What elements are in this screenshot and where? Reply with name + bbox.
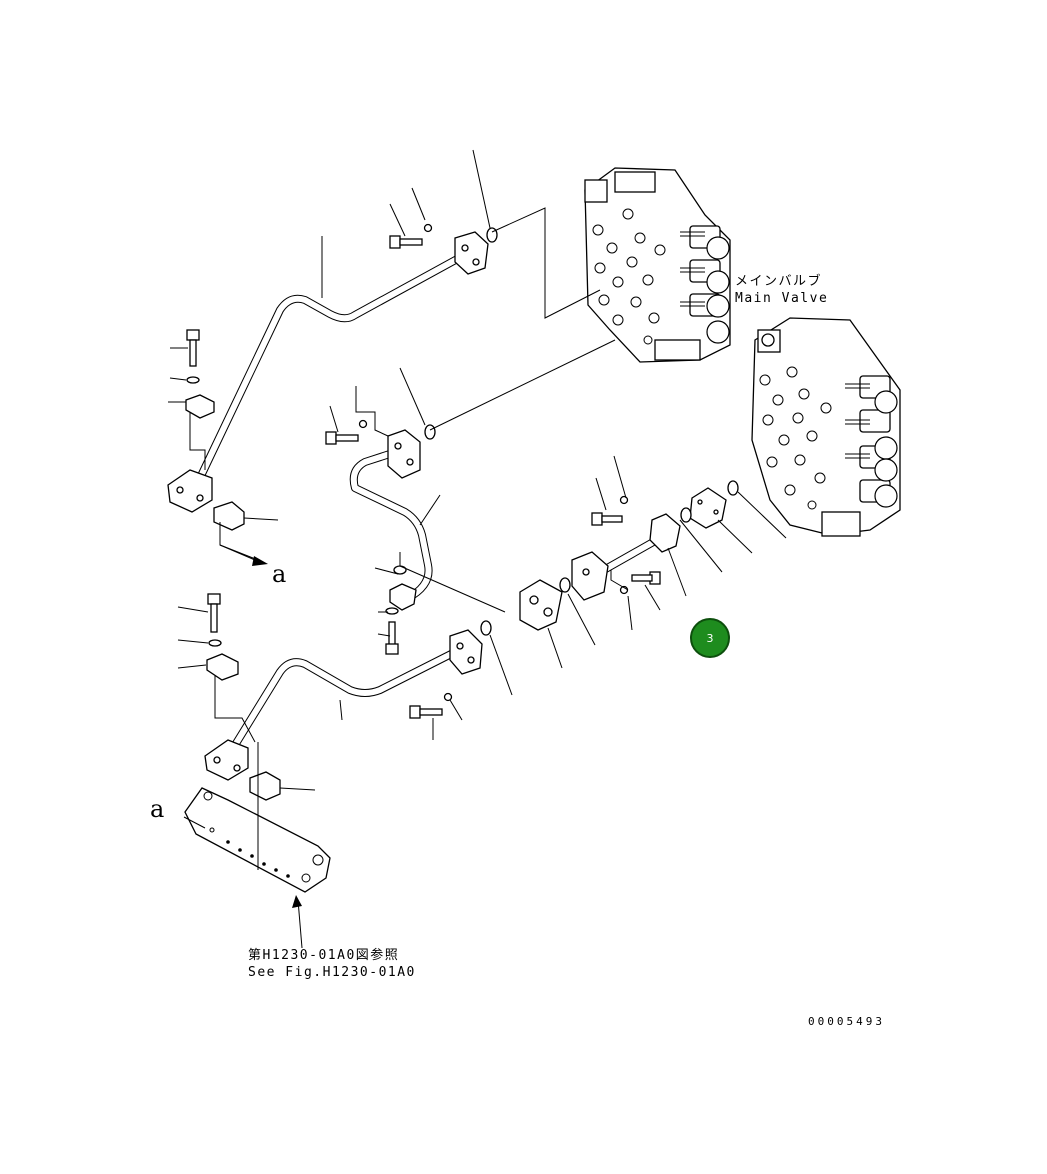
pipe-short-flange-left xyxy=(571,551,609,601)
split-flange-block xyxy=(519,579,563,631)
pipe-upper xyxy=(196,248,474,482)
bolt-short-pipe xyxy=(559,480,739,595)
drawing-number: 00005493 xyxy=(808,1015,885,1028)
flange-pipe-end-upper xyxy=(167,469,213,513)
flange-lower xyxy=(449,629,483,675)
pipe-middle xyxy=(349,446,433,602)
bolt-upper xyxy=(389,223,498,249)
section-marker-a-upper: a xyxy=(272,560,287,588)
pipe-short-flange-right xyxy=(649,513,681,553)
bolt-vertical-middle xyxy=(385,565,417,655)
leader-lines xyxy=(168,149,787,949)
bolt-vertical-lower xyxy=(206,593,239,681)
pipe-lower xyxy=(228,644,467,754)
reference-label-en: See Fig.H1230-01A0 xyxy=(248,965,416,980)
bolt-middle xyxy=(325,419,436,445)
reference-arrow xyxy=(292,895,302,908)
main-valve-label-en: Main Valve xyxy=(735,291,829,306)
flange-pipe-end-lower xyxy=(204,739,249,781)
clamp-lower xyxy=(249,771,281,801)
flange-middle xyxy=(387,429,421,479)
bolt-lower-left xyxy=(409,620,492,719)
main-valve-label-jp: メインバルブ xyxy=(735,274,823,289)
reference-label-jp: 第H1230-01A0図参照 xyxy=(248,948,400,963)
main-valve-lower xyxy=(751,317,901,537)
main-valve-upper xyxy=(584,167,731,363)
bolt-vertical-upper xyxy=(185,329,215,419)
clamp-upper xyxy=(213,501,245,531)
section-arrow-a xyxy=(219,544,268,566)
flange-upper xyxy=(454,231,489,275)
section-marker-a-lower: a xyxy=(150,795,165,823)
item-number-badge[interactable]: 3 xyxy=(690,618,730,658)
